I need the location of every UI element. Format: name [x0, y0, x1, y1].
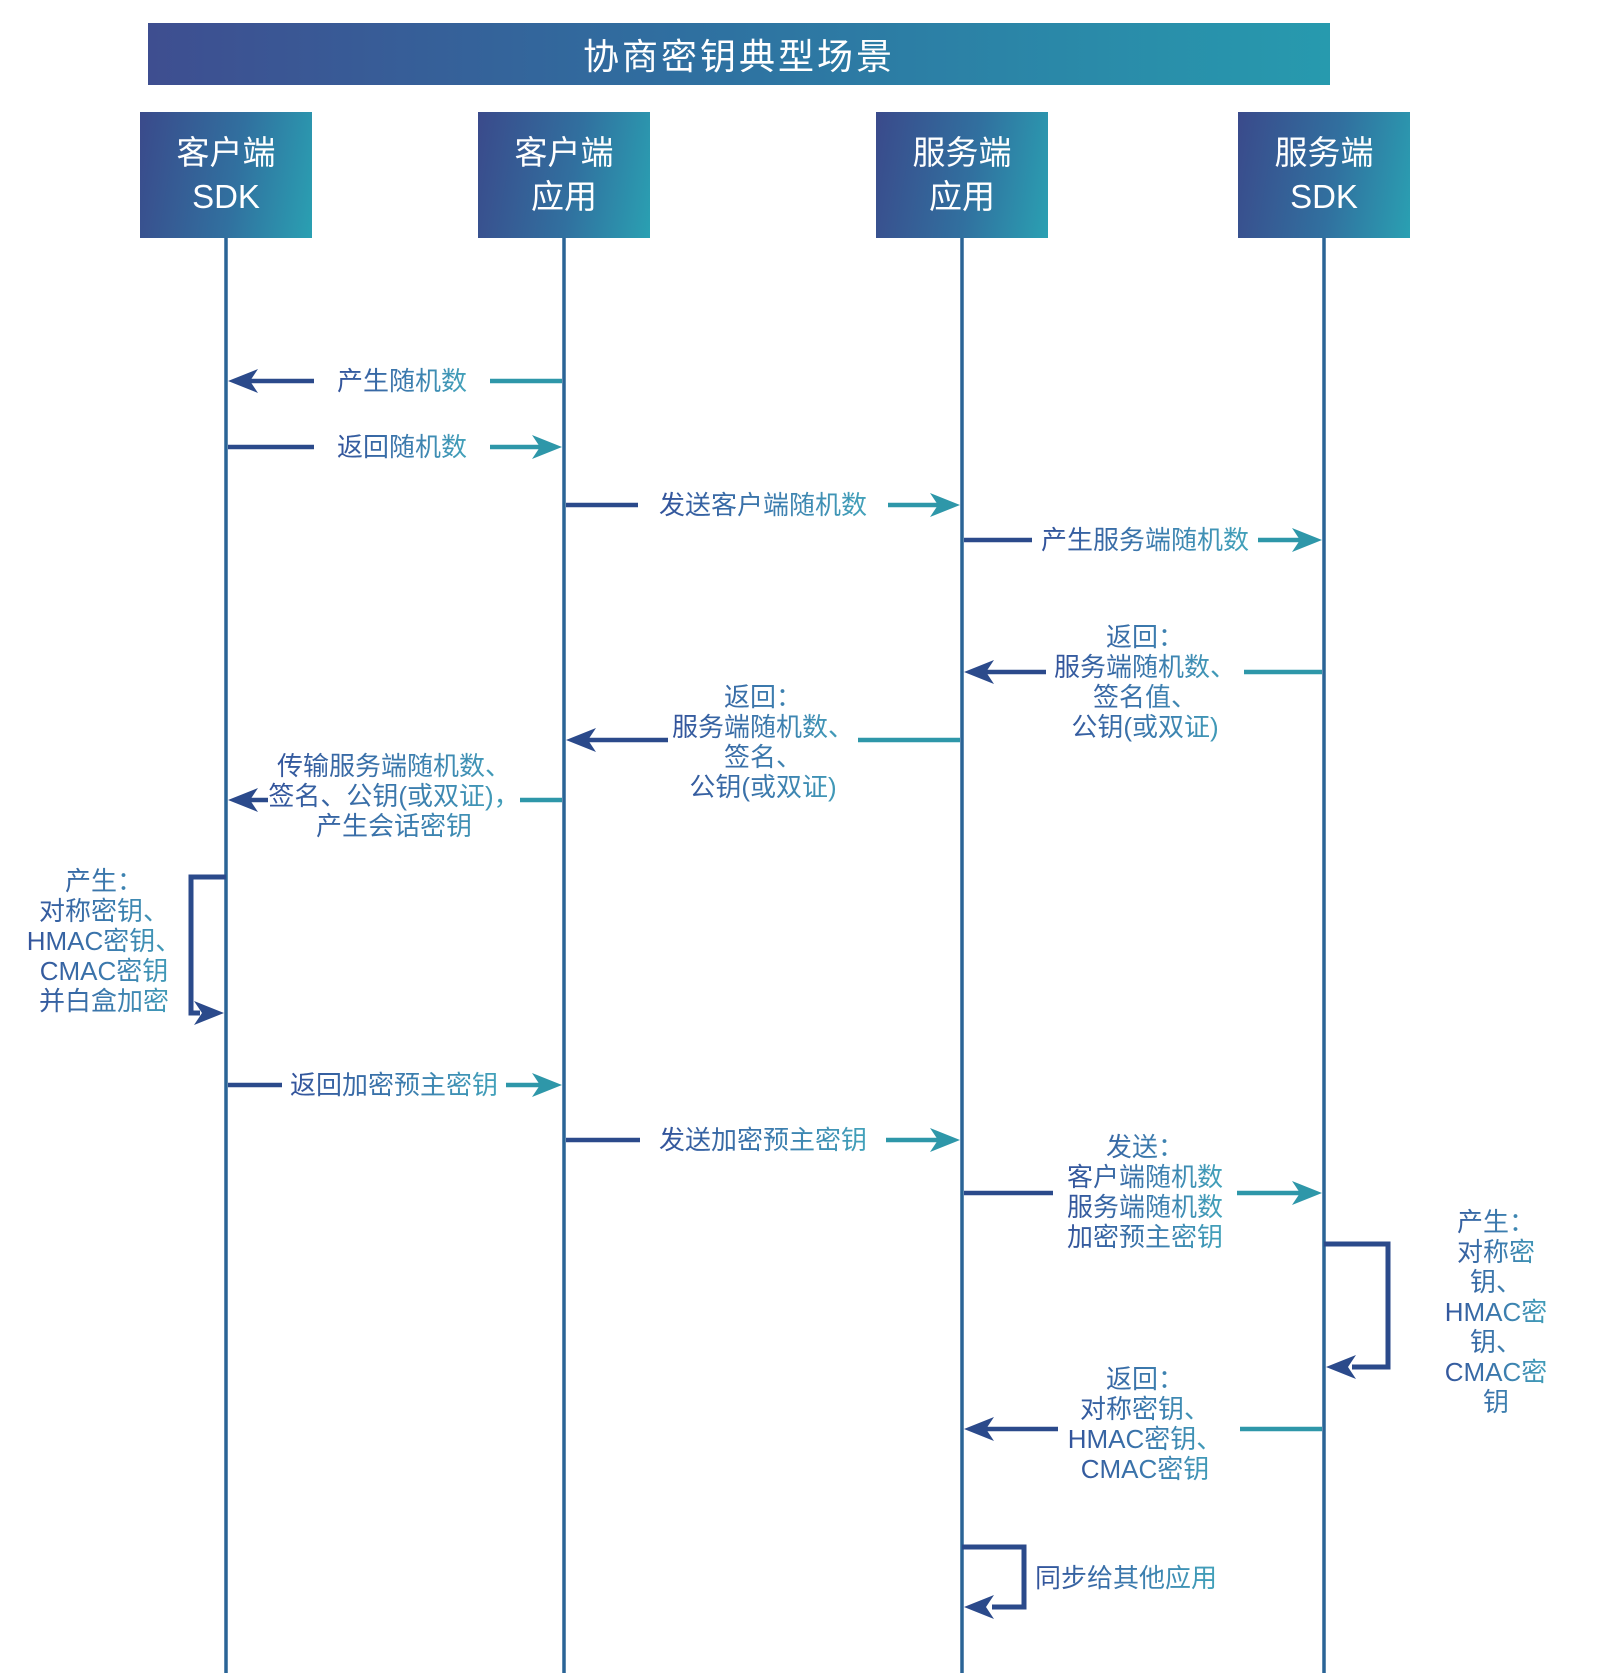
actor-client-app: 客户端 应用	[478, 112, 650, 238]
message-send-encrypted-premaster	[566, 1128, 960, 1152]
actor-client-sdk: 客户端 SDK	[140, 112, 312, 238]
self-loop-bracket	[1324, 1241, 1391, 1370]
self-loop-bracket	[962, 1544, 1027, 1610]
self-loop-server-sdk-generate-keys	[1324, 1241, 1391, 1379]
arrow-head-left-icon	[228, 788, 258, 812]
label-return-server-random-sig: 返回： 服务端随机数、 签名值、 公钥(或双证)	[1053, 622, 1237, 742]
label-return-keys: 返回： 对称密钥、 HMAC密钥、 CMAC密钥	[1067, 1364, 1223, 1484]
label-generate-server-random: 产生服务端随机数	[1040, 525, 1250, 555]
label-send-encrypted-premaster: 发送加密预主密钥	[658, 1125, 868, 1155]
arrow-head-right-icon	[1292, 528, 1322, 552]
actor-server-app: 服务端 应用	[876, 112, 1048, 238]
message-forward-server-random-signature	[566, 728, 960, 752]
arrow-head-left-icon	[964, 1595, 994, 1619]
message-return-random	[228, 435, 562, 459]
arrow-head-left-icon	[964, 660, 994, 684]
message-send-randoms-premaster	[964, 1181, 1322, 1205]
label-generate-keys-whitebox: 产生： 对称密钥、 HMAC密钥、 CMAC密钥 并白盒加密	[26, 866, 182, 1016]
message-return-encrypted-premaster	[228, 1073, 562, 1097]
arrow-head-right-icon	[930, 1128, 960, 1152]
label-send-randoms-premaster: 发送： 客户端随机数 服务端随机数 加密预主密钥	[1066, 1132, 1224, 1252]
label-sync-other-apps: 同步给其他应用	[1034, 1563, 1218, 1593]
message-return-keys	[964, 1417, 1322, 1441]
arrow-head-right-icon	[532, 1073, 562, 1097]
label-generate-random: 产生随机数	[336, 366, 468, 396]
self-loop-client-sdk-generate-keys	[188, 874, 226, 1025]
arrow-head-left-icon	[566, 728, 596, 752]
message-return-server-random-signature	[964, 660, 1322, 684]
self-loop-server-app-sync	[962, 1544, 1027, 1619]
arrow-head-right-icon	[194, 1001, 224, 1025]
arrow-head-left-icon	[1326, 1355, 1356, 1379]
message-transfer-create-session-key	[228, 788, 562, 812]
message-generate-server-random	[964, 528, 1322, 552]
label-send-client-random: 发送客户端随机数	[658, 490, 868, 520]
message-generate-random	[228, 369, 562, 393]
arrow-head-right-icon	[532, 435, 562, 459]
arrow-head-right-icon	[1292, 1181, 1322, 1205]
actor-server-sdk: 服务端 SDK	[1238, 112, 1410, 238]
label-return-random: 返回随机数	[336, 432, 468, 462]
message-send-client-random	[566, 493, 960, 517]
self-loop-bracket	[188, 874, 226, 1016]
arrow-head-left-icon	[228, 369, 258, 393]
label-generate-keys-server: 产生： 对称密钥、 HMAC密钥、 CMAC密钥	[1440, 1207, 1553, 1417]
label-transfer-session-key: 传输服务端随机数、 签名、公钥(或双证)， 产生会话密钥	[268, 751, 520, 841]
arrow-head-left-icon	[964, 1417, 994, 1441]
diagram-title: 协商密钥典型场景	[148, 23, 1330, 85]
arrow-head-right-icon	[930, 493, 960, 517]
label-forward-server-random-sig: 返回： 服务端随机数、 签名、 公钥(或双证)	[671, 682, 855, 802]
label-return-encrypted-premaster: 返回加密预主密钥	[289, 1070, 499, 1100]
